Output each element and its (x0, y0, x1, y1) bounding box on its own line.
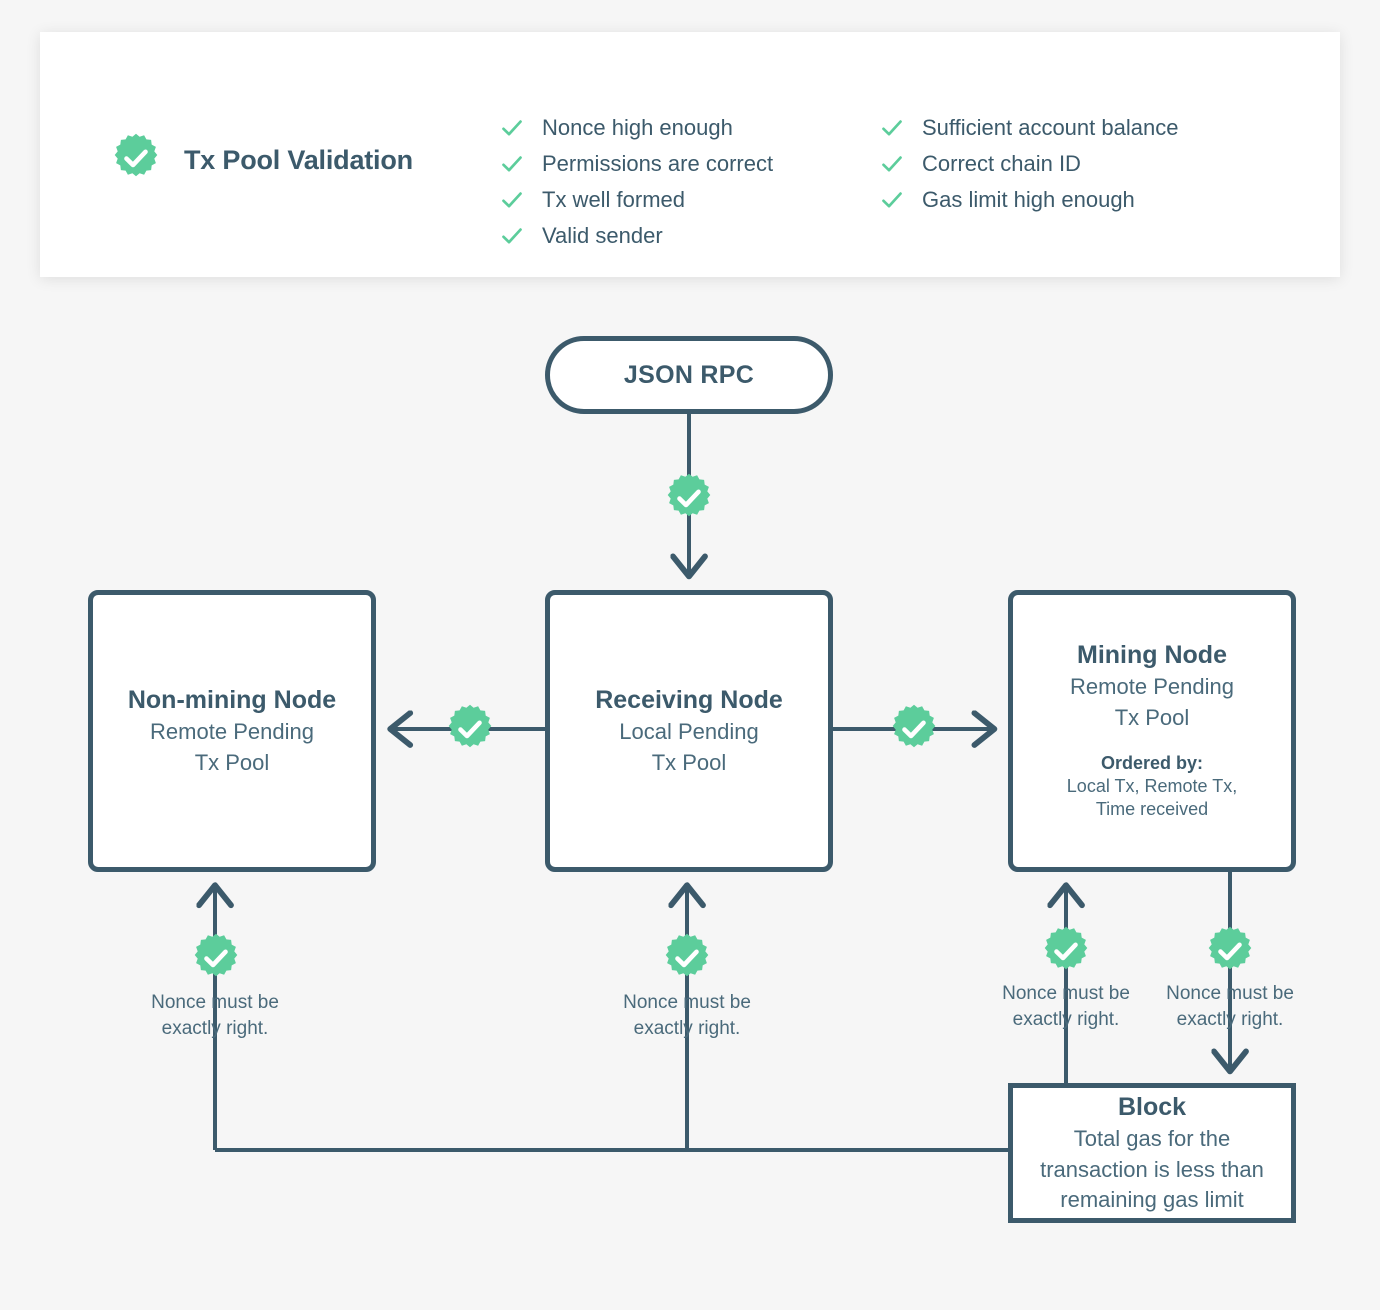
check-icon (500, 116, 524, 140)
caption-block-line-2: exactly right. (1176, 1008, 1284, 1030)
node-mining-subtitle-2: Tx Pool (1114, 704, 1190, 730)
checklist-item: Permissions are correct (500, 146, 773, 182)
node-mining-ordered-by-line-2: Time received (1095, 799, 1209, 820)
checklist-item-label: Gas limit high enough (922, 187, 1135, 212)
check-icon (880, 152, 904, 176)
checklist-item-label: Permissions are correct (542, 151, 774, 176)
caption-mining-line-2: exactly right. (1012, 1008, 1120, 1030)
badge-mining-to-block (1204, 925, 1256, 977)
caption-receiving-line-2: exactly right. (633, 1017, 741, 1039)
caption-mining: Nonce must be exactly right. (956, 981, 1176, 1032)
node-json-rpc[interactable]: JSON RPC (545, 336, 833, 414)
checklist-item: Nonce high enough (500, 110, 773, 146)
node-non-mining-subtitle-1: Remote Pending (150, 719, 314, 745)
page-title: Tx Pool Validation (184, 145, 413, 175)
tx-pool-validation-card: Tx Pool Validation Nonce high enough Per… (40, 32, 1340, 277)
node-mining-title: Mining Node (1077, 641, 1227, 670)
checklist-item: Tx well formed (500, 182, 773, 218)
caption-non-mining: Nonce must be exactly right. (105, 990, 325, 1041)
badge-receiving-to-mining (888, 703, 940, 755)
node-block[interactable]: Block Total gas for the transaction is l… (1008, 1083, 1296, 1223)
check-icon (500, 224, 524, 248)
green-check-badge-icon (110, 132, 162, 189)
badge-return-non-mining (190, 932, 242, 984)
checklist-item: Valid sender (500, 218, 773, 254)
checklist-item-label: Tx well formed (542, 187, 686, 212)
node-receiving-subtitle-1: Local Pending (619, 719, 759, 745)
check-icon (880, 188, 904, 212)
caption-non-mining-line-2: exactly right. (161, 1017, 269, 1039)
node-block-title: Block (1117, 1093, 1187, 1122)
checklist-item: Correct chain ID (880, 146, 1178, 182)
node-mining-subtitle-1: Remote Pending (1070, 674, 1234, 700)
checklist-item-label: Sufficient account balance (922, 115, 1179, 140)
validation-checklist-right: Sufficient account balance Correct chain… (880, 110, 1178, 218)
caption-block-line-1: Nonce must be (1166, 983, 1294, 1004)
check-icon (500, 152, 524, 176)
node-non-mining-subtitle-2: Tx Pool (194, 749, 270, 775)
node-block-subtitle-1: Total gas for the (1073, 1126, 1231, 1152)
node-block-subtitle-2: transaction is less than (1040, 1156, 1264, 1182)
caption-receiving-line-1: Nonce must be (623, 992, 751, 1013)
node-receiving-title: Receiving Node (595, 686, 783, 715)
checklist-item-label: Nonce high enough (542, 115, 733, 140)
badge-rpc-to-receiving (663, 472, 715, 524)
caption-receiving: Nonce must be exactly right. (577, 990, 797, 1041)
node-mining-ordered-by-line-1: Local Tx, Remote Tx, (1066, 776, 1238, 797)
checklist-item: Sufficient account balance (880, 110, 1178, 146)
check-icon (880, 116, 904, 140)
node-non-mining[interactable]: Non-mining Node Remote Pending Tx Pool (88, 590, 376, 872)
node-receiving[interactable]: Receiving Node Local Pending Tx Pool (545, 590, 833, 872)
check-icon (500, 188, 524, 212)
validation-checklist-left: Nonce high enough Permissions are correc… (500, 110, 773, 254)
caption-mining-line-1: Nonce must be (1002, 983, 1130, 1004)
badge-return-receiving (661, 932, 713, 984)
checklist-item-label: Valid sender (542, 223, 663, 248)
card-title-group: Tx Pool Validation (110, 132, 413, 189)
node-mining-ordered-by-label: Ordered by: (1100, 752, 1204, 773)
node-json-rpc-label: JSON RPC (623, 360, 755, 389)
badge-return-mining (1040, 925, 1092, 977)
node-block-subtitle-3: remaining gas limit (1060, 1186, 1244, 1212)
badge-receiving-to-non-mining (444, 703, 496, 755)
node-non-mining-title: Non-mining Node (127, 686, 337, 715)
checklist-item: Gas limit high enough (880, 182, 1178, 218)
caption-block: Nonce must be exactly right. (1120, 981, 1340, 1032)
node-receiving-subtitle-2: Tx Pool (651, 749, 727, 775)
node-mining[interactable]: Mining Node Remote Pending Tx Pool Order… (1008, 590, 1296, 872)
caption-non-mining-line-1: Nonce must be (151, 992, 279, 1013)
checklist-item-label: Correct chain ID (922, 151, 1081, 176)
